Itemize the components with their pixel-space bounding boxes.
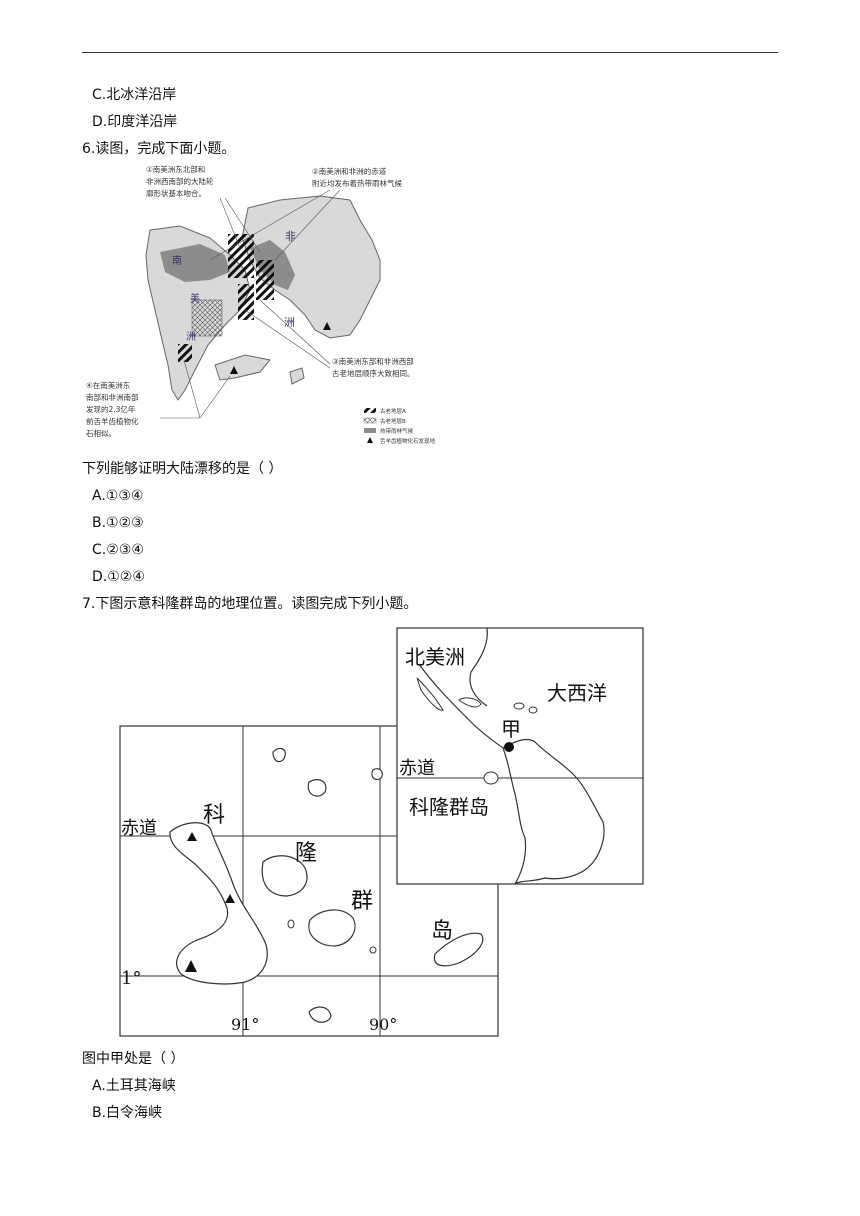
inset-island-cuba xyxy=(458,697,482,708)
island-small-1 xyxy=(287,919,295,929)
q6-option-a: A.①③④ xyxy=(92,488,144,504)
q6-option-b: B.①②③ xyxy=(92,515,144,531)
strata-a-4 xyxy=(178,344,192,362)
main-char-2: 隆 xyxy=(295,841,317,866)
madagascar-like xyxy=(289,367,305,385)
main-char-1: 科 xyxy=(203,803,225,828)
island-espanola xyxy=(433,932,484,967)
label-africa-1: 非 xyxy=(285,230,296,243)
inset-map-frame xyxy=(396,627,644,885)
island-small-2 xyxy=(369,946,377,954)
main-char-3: 群 xyxy=(351,889,373,914)
island-santa-cruz xyxy=(261,855,308,897)
inset-coastline-north xyxy=(418,627,504,749)
strata-a-2 xyxy=(256,260,274,300)
q6-option-d: D.①②④ xyxy=(92,569,145,585)
question-7-stem: 7.下图示意科隆群岛的地理位置。读图完成下列小题。 xyxy=(82,596,418,612)
volcano-marker-1 xyxy=(187,832,197,841)
inset-coastline-sa xyxy=(502,738,605,885)
svg-text:古老地层B: 古老地层B xyxy=(380,417,406,425)
label-africa-2: 洲 xyxy=(284,316,295,329)
question-6-stem: 6.读图，完成下面小题。 xyxy=(82,141,236,157)
svg-text:舌羊齿植物化石发现地: 舌羊齿植物化石发现地 xyxy=(380,437,436,445)
header-rule xyxy=(82,52,778,53)
q7-option-b: B.白令海峡 xyxy=(92,1105,163,1121)
continental-drift-map: 非 洲 南 美 洲 ①南美洲东北部和 非洲西南部的大陆轮 廓形状基本吻合。 ②南… xyxy=(86,164,436,445)
inset-jia-point xyxy=(504,742,514,752)
q7-option-a: A.土耳其海峡 xyxy=(92,1078,176,1094)
inset-north-america-label: 北美洲 xyxy=(405,645,465,669)
label-sa-1: 南 xyxy=(172,254,182,267)
question-6-prompt: 下列能够证明大陆漂移的是（ ） xyxy=(82,461,283,477)
galapagos-map: 赤道 科 隆 群 岛 1° 91° 90° 北美洲 大西洋 甲 赤道 科隆群岛 xyxy=(119,627,644,1037)
lon-90-label: 90° xyxy=(369,1015,397,1034)
label-sa-2: 美 xyxy=(190,292,200,305)
island-san-cristobal xyxy=(308,909,356,947)
strata-a-3 xyxy=(238,284,254,320)
question-7-prompt: 图中甲处是（ ） xyxy=(82,1051,185,1067)
label-sa-3: 洲 xyxy=(186,331,196,343)
lon-91-label: 91° xyxy=(231,1015,259,1034)
volcano-marker-3 xyxy=(185,960,197,972)
option-d-prev: D.印度洋沿岸 xyxy=(92,114,178,130)
volcano-marker-2 xyxy=(225,894,235,903)
main-char-4: 岛 xyxy=(431,919,453,944)
inset-equator-label: 赤道 xyxy=(399,758,435,779)
island-isabela xyxy=(169,822,268,985)
inset-galapagos-marker xyxy=(483,771,499,785)
island-south xyxy=(308,1006,332,1023)
q6-option-c: C.②③④ xyxy=(92,542,144,558)
note-1: ①南美洲东北部和 非洲西南部的大陆轮 廓形状基本吻合。 xyxy=(146,164,216,198)
inset-jia-label: 甲 xyxy=(501,717,521,741)
fossil-marker-2 xyxy=(323,322,331,330)
strata-a-1 xyxy=(228,234,254,278)
option-c-prev: C.北冰洋沿岸 xyxy=(92,87,177,103)
inset-narrow-island xyxy=(416,677,444,711)
inset-island-2 xyxy=(528,706,538,714)
note-3: ③南美洲东部和非洲西部 古老地层顺序大致相同。 xyxy=(332,356,416,378)
svg-text:热带雨林气候: 热带雨林气候 xyxy=(380,427,414,435)
svg-text:古老地层A: 古老地层A xyxy=(380,407,406,415)
legend: 古老地层A 古老地层B 热带雨林气候 舌羊齿植物化石发现地 xyxy=(363,407,436,445)
rainforest-sa xyxy=(160,244,230,282)
fossil-marker-1 xyxy=(230,366,238,374)
strata-b-area xyxy=(191,299,223,337)
inset-island-1 xyxy=(513,702,525,710)
southern-fragment xyxy=(214,354,271,381)
island-pinta xyxy=(272,747,286,763)
inset-galapagos-label: 科隆群岛 xyxy=(409,795,489,819)
note-4: ④在南美洲东 南部和非洲南部 发现的2.3亿年 前舌羊齿植物化 石相似。 xyxy=(86,380,141,438)
island-genovesa xyxy=(371,768,383,781)
main-equator-label: 赤道 xyxy=(121,818,157,839)
note-2: ②南美洲和非洲的赤道 附近均发布着热带雨林气候 xyxy=(312,166,402,188)
island-marchena xyxy=(307,779,327,797)
inset-atlantic-label: 大西洋 xyxy=(547,681,607,705)
lat-1-label: 1° xyxy=(121,968,141,989)
